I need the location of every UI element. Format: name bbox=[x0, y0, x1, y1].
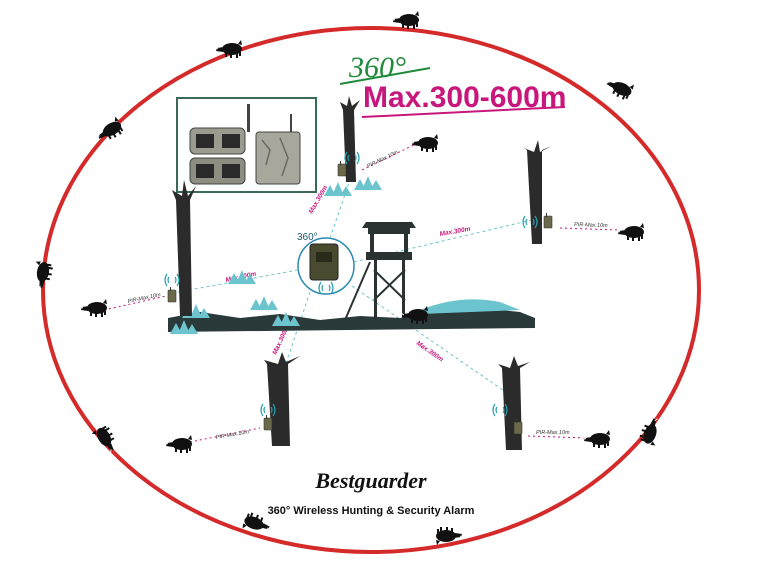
tree-bottom-right: PIR-Max.10m bbox=[492, 356, 611, 450]
boar-icon bbox=[90, 423, 121, 457]
boar-icon bbox=[616, 222, 645, 242]
boar-icon bbox=[637, 414, 665, 447]
headline-angle: 360° bbox=[348, 51, 406, 84]
link-label-right: Max.300m bbox=[439, 226, 471, 238]
hunting-tower-icon bbox=[344, 222, 429, 325]
pir-label-bottom-right: PIR-Max.10m bbox=[536, 430, 570, 436]
tree-icon bbox=[524, 140, 552, 244]
link-lines bbox=[177, 179, 541, 406]
tree-left: PIR-Max.10m bbox=[79, 180, 196, 318]
link-label-bottom-right: Max.300m bbox=[415, 340, 445, 364]
boar-icon bbox=[79, 298, 108, 318]
camera-icon bbox=[167, 286, 177, 303]
hub-angle-label: 360° bbox=[297, 232, 318, 243]
camera-icon bbox=[543, 212, 553, 229]
signal-icon bbox=[164, 273, 180, 287]
boar-icon bbox=[582, 429, 611, 449]
central-hub: 360° bbox=[297, 232, 355, 295]
tree-icon bbox=[172, 180, 196, 316]
camera-icon bbox=[337, 160, 347, 177]
product-photo-inset bbox=[176, 97, 317, 193]
boar-icon bbox=[410, 133, 439, 153]
tree-bottom-left: PIR-Max.10m bbox=[164, 352, 300, 454]
boar-icon bbox=[391, 10, 420, 30]
pir-label-left: PIR-Max.10m bbox=[127, 292, 162, 305]
tree-icon bbox=[498, 356, 530, 450]
tree-right: PIR-Max.10m bbox=[522, 140, 645, 244]
terrain bbox=[168, 270, 535, 334]
tree-icon bbox=[264, 352, 300, 446]
pir-label-right: PIR-Max.10m bbox=[574, 222, 608, 229]
headline-underline-green bbox=[339, 67, 431, 85]
headline-underline-magenta bbox=[361, 106, 566, 118]
pir-label-top: PIR-Max.10m bbox=[366, 149, 399, 169]
boar-icon bbox=[164, 434, 193, 454]
brand-tagline: 360° Wireless Hunting & Security Alarm bbox=[268, 505, 475, 517]
boar-icon bbox=[602, 73, 636, 102]
brand-name: Bestguarder bbox=[314, 468, 427, 493]
boar-icon bbox=[30, 260, 54, 291]
pir-label-bottom-left: PIR-Max.10m bbox=[215, 429, 250, 441]
coverage-ring bbox=[41, 26, 701, 554]
